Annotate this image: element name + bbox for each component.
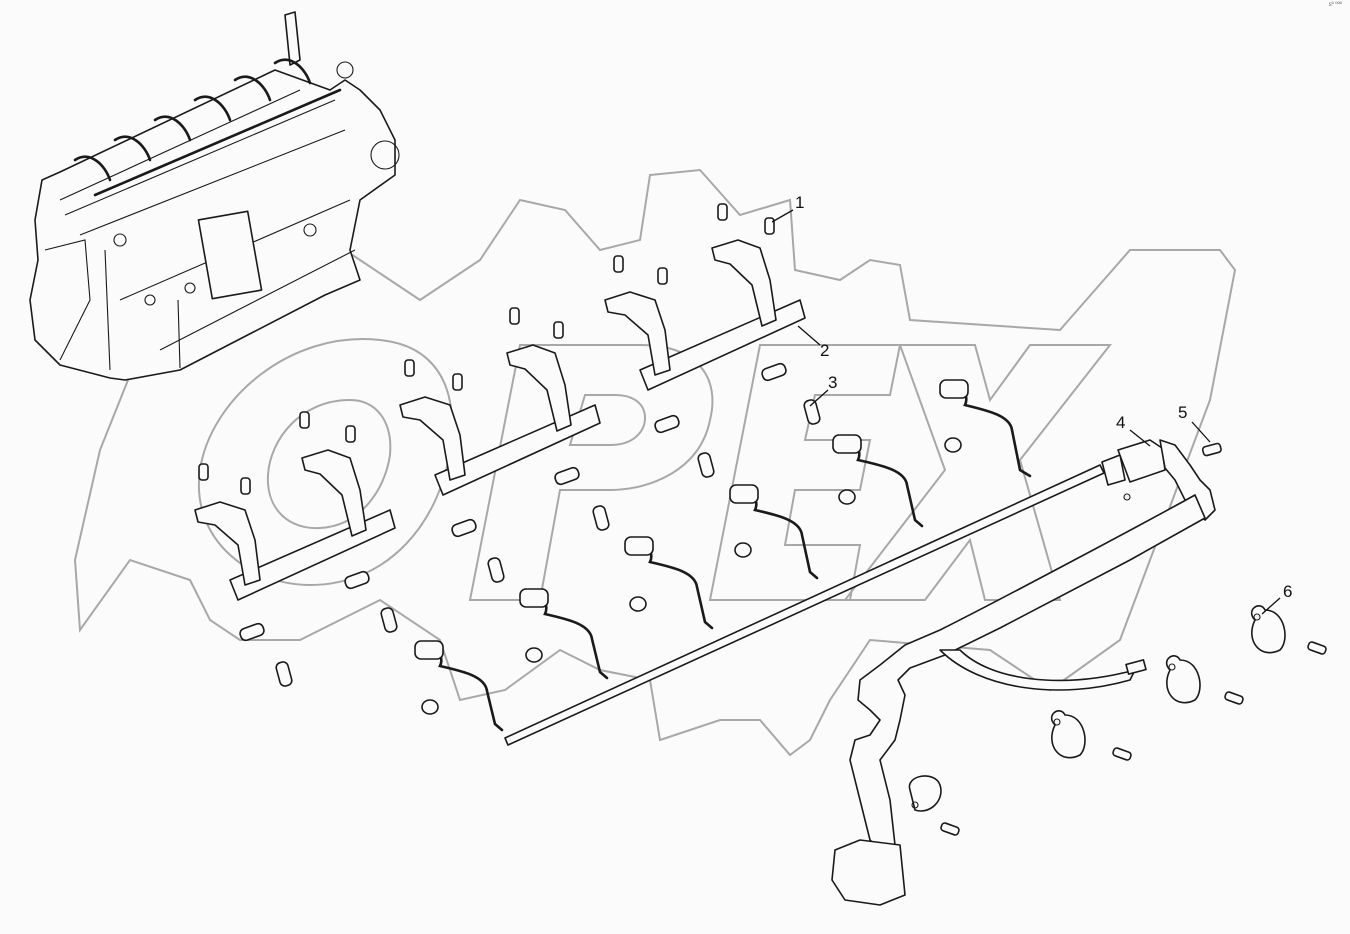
watermark-letter-x (842, 344, 1113, 601)
clip (487, 557, 505, 583)
callout-leaders (771, 209, 1281, 615)
watermark-letter-e (708, 344, 902, 601)
screw (345, 425, 356, 443)
clamp-screw (1307, 641, 1327, 655)
screws (198, 203, 775, 495)
screw (509, 307, 520, 325)
screw (404, 359, 415, 377)
carrier-bracket (399, 344, 601, 496)
clip (554, 466, 580, 486)
leader-4 (1129, 429, 1151, 447)
clip (803, 399, 821, 425)
callout-5: 5 (1178, 403, 1187, 422)
hose-bracket (831, 839, 906, 906)
harness-main-rail (504, 464, 1105, 746)
ring-clips (421, 437, 962, 715)
screw (299, 411, 310, 429)
carrier-bracket (194, 449, 396, 601)
screw (452, 373, 463, 391)
callout-2: 2 (820, 341, 829, 360)
screw (198, 463, 209, 481)
clamp (908, 775, 942, 812)
leader-6 (1261, 597, 1281, 615)
callout-4: 4 (1116, 413, 1125, 432)
screw (553, 321, 564, 339)
clip (275, 661, 293, 687)
screw (240, 477, 251, 495)
clips (239, 362, 821, 687)
injector-connector (729, 484, 819, 580)
callouts: 1 2 3 4 5 6 (795, 193, 1292, 601)
injector-connectors (414, 379, 1032, 732)
leader-2 (797, 325, 821, 346)
clamps (908, 442, 1327, 836)
clamp (1050, 710, 1086, 759)
leader-5 (1191, 421, 1211, 443)
screw-5 (1201, 442, 1222, 457)
screw (657, 267, 668, 285)
injector-connector (832, 434, 924, 528)
watermark-gear-outline (73, 168, 1237, 757)
injector-connector (939, 379, 1032, 478)
clip (697, 452, 715, 478)
clamp-screw (1112, 747, 1132, 761)
engine-assembly (29, 11, 400, 381)
injector-connector (519, 588, 609, 680)
clamp (1250, 605, 1286, 654)
clip (451, 518, 477, 538)
leader-3 (809, 389, 829, 407)
clip (654, 414, 680, 434)
clamp (1165, 655, 1201, 704)
harness-connector-4 (1101, 439, 1216, 521)
carrier-bracket (604, 239, 806, 391)
callout-3: 3 (828, 373, 837, 392)
corner-code: sº ººº (1328, 2, 1342, 8)
watermark-letter-p (468, 344, 714, 601)
callout-6: 6 (1283, 582, 1292, 601)
harness-hose (849, 494, 1206, 851)
screw (764, 217, 775, 235)
screw (717, 203, 728, 221)
callout-1: 1 (795, 193, 804, 212)
clip (344, 570, 370, 590)
leader-1 (771, 209, 794, 223)
clip (761, 362, 787, 382)
injector-connector (414, 640, 504, 732)
clip (239, 622, 265, 642)
screw (613, 255, 624, 273)
clip (592, 505, 610, 531)
carrier-brackets (194, 239, 806, 601)
clip (380, 607, 398, 633)
engine-injector-coils (73, 58, 342, 197)
clamp-screw (1224, 691, 1244, 705)
injector-connector (624, 536, 714, 630)
clamp-screw (940, 822, 960, 836)
